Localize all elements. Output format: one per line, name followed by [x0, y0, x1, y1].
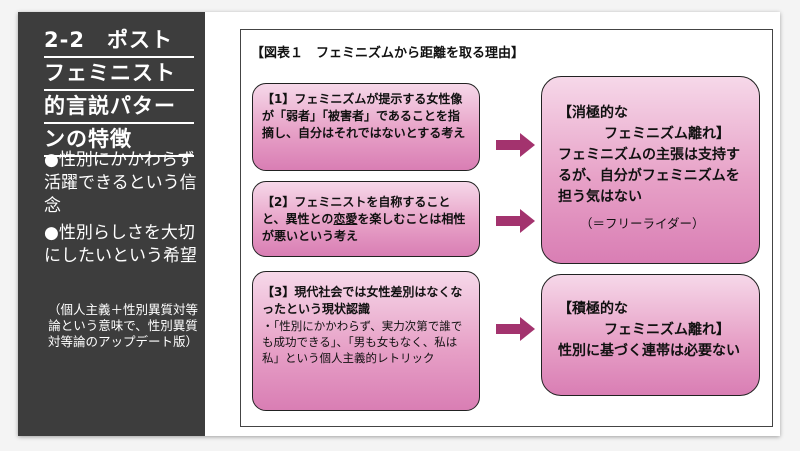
negative-heading-1: 【消極的な [558, 105, 628, 121]
feature-bullets: ●性別にかかわらず活躍できるという信念 ●性別らしさを大切にしたいという希望 [44, 149, 202, 272]
negative-body: フェミニズムの主張は支持するが、自分がフェミニズムを担う気はない [558, 147, 740, 205]
sidebar-note: （個人主義＋性別異質対等論という意味で、性別異質対等論のアップデート版） [48, 302, 199, 349]
arrow-shape [496, 317, 535, 341]
positive-body: 性別に基づく連帯は必要ない [558, 343, 740, 359]
arrow-shape [496, 209, 535, 233]
reason-text-2-before: 【2】フェミニストを自称することと、異性との [262, 195, 451, 226]
negative-distance-box: 【消極的な フェミニズム離れ】 フェミニズムの主張は支持するが、自分がフェミニズ… [541, 76, 760, 264]
arrow-right-icon [496, 133, 535, 157]
arrow-right-icon [496, 209, 535, 233]
bullet-item: ●性別らしさを大切にしたいという希望 [44, 223, 197, 266]
reason-box-1: 【1】フェミニズムが提示する女性像が「弱者」「被害者」であることを指摘し、自分は… [252, 83, 480, 171]
figure-panel: 【図表１ フェミニズムから距離を取る理由】 【1】フェミニズムが提示する女性像が… [240, 29, 773, 427]
reason-text-2-after: を楽しむことは相性が悪いという考え [262, 212, 466, 243]
section-title: 2-2 ポスト フェミニスト 的言説パター ンの特徴 [44, 26, 194, 158]
negative-note: （＝フリーライダー） [580, 216, 705, 231]
section-title-line: 的言説パター [44, 92, 194, 124]
arrow-shape [496, 133, 535, 157]
section-title-line: フェミニスト [44, 59, 194, 91]
reason-box-2: 【2】フェミニストを自称することと、異性との恋愛を楽しむことは相性が悪いという考… [252, 181, 480, 257]
positive-heading-2: フェミニズム離れ】 [604, 322, 730, 338]
reason-box-3: 【3】現代社会では女性差別はなくなったという現状認識 ・「性別にかかわらず、実力… [252, 271, 480, 411]
positive-heading-1: 【積極的な [558, 301, 628, 317]
reason-text-3-sub: ・「性別にかかわらず、実力次第で誰でも成功できる」、「男も女もなく、私は私」とい… [262, 319, 463, 365]
section-title-line: 2-2 ポスト [44, 26, 194, 58]
arrow-right-icon [496, 317, 535, 341]
slide: 2-2 ポスト フェミニスト 的言説パター ンの特徴 ●性別にかかわらず活躍でき… [18, 12, 780, 436]
negative-heading-2: フェミニズム離れ】 [604, 126, 730, 142]
section-title-line: ンの特徴 [44, 125, 194, 157]
bullet-item: ●性別にかかわらず活躍できるという信念 [44, 150, 197, 216]
reason-text-2-underlined: 恋愛 [333, 212, 358, 226]
positive-distance-box: 【積極的な フェミニズム離れ】 性別に基づく連帯は必要ない [541, 274, 760, 396]
figure-title: 【図表１ フェミニズムから距離を取る理由】 [251, 46, 525, 61]
sidebar-panel: 2-2 ポスト フェミニスト 的言説パター ンの特徴 ●性別にかかわらず活躍でき… [18, 12, 205, 436]
reason-text-1: 【1】フェミニズムが提示する女性像が「弱者」「被害者」であることを指摘し、自分は… [262, 92, 466, 140]
reason-text-3: 【3】現代社会では女性差別はなくなったという現状認識 [262, 285, 463, 316]
